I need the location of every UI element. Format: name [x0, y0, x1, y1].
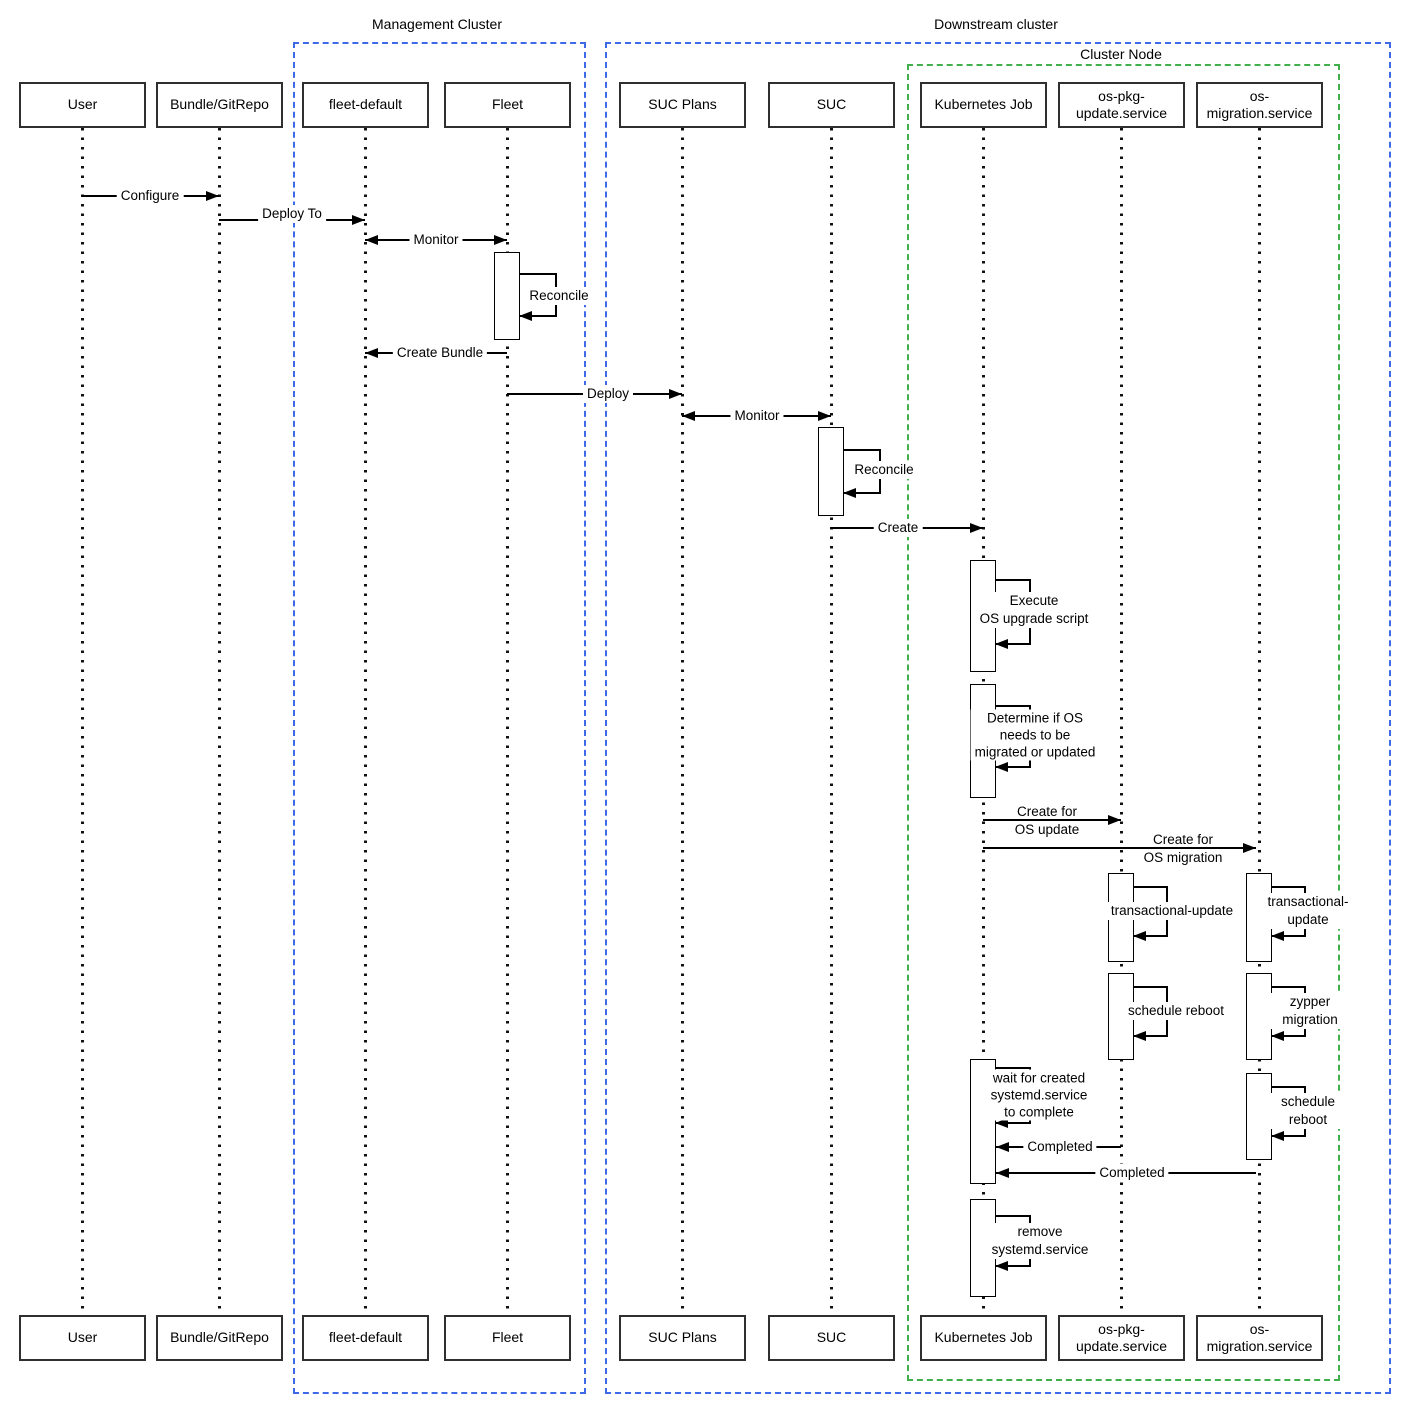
remove-systemd-label: remove systemd.service — [987, 1223, 1093, 1259]
arrowhead-right-icon — [1108, 815, 1121, 825]
arrowhead-right-icon — [352, 215, 365, 225]
actor-os-pkg-update-top: os-pkg-update.service — [1058, 82, 1185, 128]
lifeline-bundle-gitrepo — [218, 128, 221, 1315]
actor-suc-top: SUC — [768, 82, 895, 128]
reconcile-fleet-label: Reconcile — [525, 287, 593, 305]
arrowhead-right-icon — [1243, 843, 1256, 853]
arrowhead-left-icon — [996, 1142, 1009, 1152]
message-line-create-for-os-update — [983, 819, 1121, 821]
arrowhead-right-icon — [494, 235, 507, 245]
lifeline-user — [81, 128, 84, 1315]
arrowhead-left-icon — [365, 348, 378, 358]
actor-fleet-top: Fleet — [444, 82, 571, 128]
transactional-update-mig-label: transactional-update — [1261, 893, 1355, 929]
loop-arrowhead-icon — [995, 639, 1008, 649]
wait-systemd-label: wait for created systemd.service to comp… — [986, 1069, 1092, 1121]
schedule-reboot-pkg-label: schedule reboot — [1123, 1002, 1229, 1020]
lifeline-fleet-default — [364, 128, 367, 1315]
cluster-node-label: Cluster Node — [1077, 46, 1165, 62]
arrowhead-left-icon — [365, 235, 378, 245]
configure-label: Configure — [116, 187, 184, 205]
actor-user-bottom: User — [19, 1315, 146, 1361]
transactional-update-pkg-label: transactional-update — [1106, 902, 1238, 920]
lifeline-os-pkg-update — [1120, 128, 1123, 1315]
downstream-cluster-label: Downstream cluster — [931, 16, 1061, 32]
monitor-fleet-label: Monitor — [409, 231, 463, 249]
arrowhead-right-icon — [669, 389, 682, 399]
determine-os-label: Determine if OS needs to be migrated or … — [970, 709, 1100, 761]
actor-fleet-default-top: fleet-default — [302, 82, 429, 128]
loop-arrowhead-icon — [1271, 1031, 1284, 1041]
actor-os-migration-top: os-migration.service — [1196, 82, 1323, 128]
schedule-reboot-mig-label: schedule reboot — [1261, 1093, 1355, 1129]
lifeline-suc-plans — [681, 128, 684, 1315]
downstream-cluster-frame — [605, 42, 1391, 1394]
activation-suc — [818, 427, 844, 516]
create-bundle-label: Create Bundle — [392, 344, 488, 362]
arrowhead-left-icon — [996, 1168, 1009, 1178]
loop-arrowhead-icon — [519, 311, 532, 321]
reconcile-suc-label: Reconcile — [850, 461, 918, 479]
actor-suc-plans-top: SUC Plans — [619, 82, 746, 128]
actor-suc-bottom: SUC — [768, 1315, 895, 1361]
lifeline-suc — [830, 128, 833, 1315]
loop-arrowhead-icon — [1133, 931, 1146, 941]
actor-os-pkg-update-bottom: os-pkg-update.service — [1058, 1315, 1185, 1361]
activation-fleet — [494, 252, 520, 340]
create-label: Create — [873, 519, 923, 537]
lifeline-os-migration — [1258, 128, 1261, 1315]
arrowhead-right-icon — [818, 411, 831, 421]
monitor-suc-label: Monitor — [730, 407, 784, 425]
arrowhead-right-icon — [206, 191, 219, 201]
deploy-to-label: Deploy To — [258, 205, 326, 223]
lifeline-fleet — [506, 128, 509, 1315]
loop-arrowhead-icon — [995, 1261, 1008, 1271]
loop-arrowhead-icon — [1271, 931, 1284, 941]
message-line-create-for-os-migration — [983, 847, 1256, 849]
actor-os-migration-bottom: os-migration.service — [1196, 1315, 1323, 1361]
management-cluster-frame — [293, 42, 586, 1394]
create-for-os-migration-label: Create for OS migration — [1143, 832, 1223, 865]
arrowhead-right-icon — [970, 523, 983, 533]
actor-bundle-gitrepo-top: Bundle/GitRepo — [156, 82, 283, 128]
actor-kubernetes-job-bottom: Kubernetes Job — [920, 1315, 1047, 1361]
completed-mig-label: Completed — [1095, 1164, 1169, 1182]
actor-kubernetes-job-top: Kubernetes Job — [920, 82, 1047, 128]
cluster-node-frame — [907, 64, 1340, 1381]
loop-arrowhead-icon — [1133, 1031, 1146, 1041]
loop-arrowhead-icon — [1271, 1131, 1284, 1141]
loop-arrowhead-icon — [995, 762, 1008, 772]
actor-user-top: User — [19, 82, 146, 128]
execute-os-upgrade-label: Execute OS upgrade script — [975, 592, 1093, 628]
loop-arrowhead-icon — [995, 1118, 1008, 1128]
completed-pkg-label: Completed — [1023, 1138, 1097, 1156]
actor-fleet-bottom: Fleet — [444, 1315, 571, 1361]
management-cluster-label: Management Cluster — [369, 16, 505, 32]
arrowhead-left-icon — [682, 411, 695, 421]
actor-bundle-gitrepo-bottom: Bundle/GitRepo — [156, 1315, 283, 1361]
zypper-migration-label: zypper migration — [1264, 993, 1356, 1029]
deploy-label: Deploy — [582, 385, 634, 403]
loop-arrowhead-icon — [843, 488, 856, 498]
create-for-os-update-label: Create for OS update — [1014, 804, 1080, 837]
actor-suc-plans-bottom: SUC Plans — [619, 1315, 746, 1361]
actor-fleet-default-bottom: fleet-default — [302, 1315, 429, 1361]
